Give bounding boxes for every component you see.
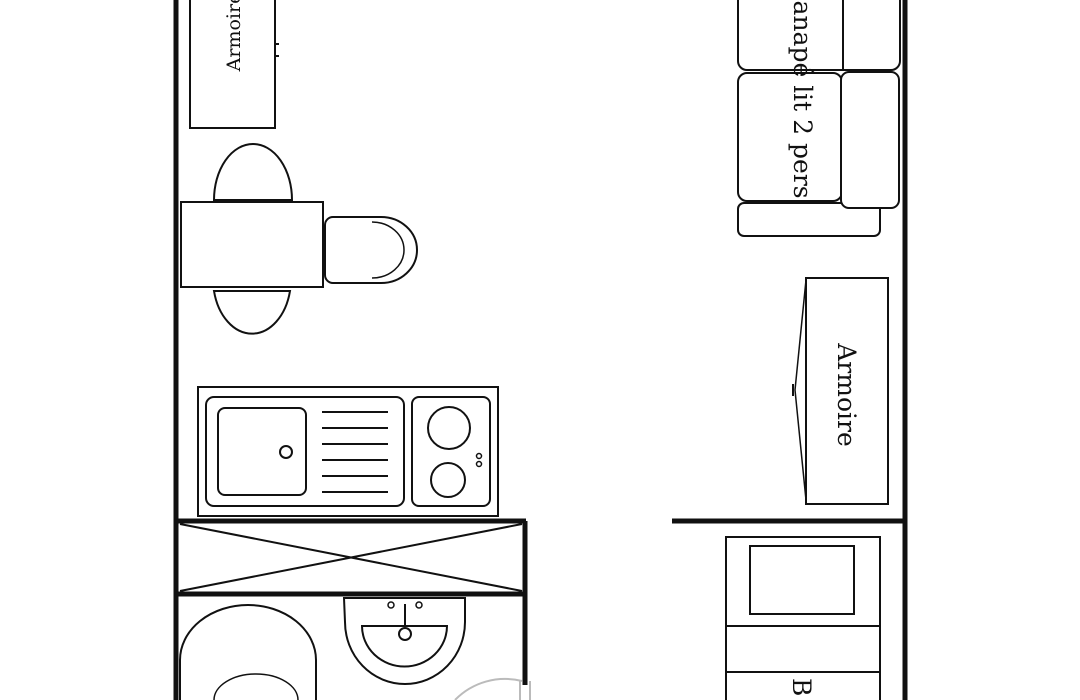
sofa-backrest xyxy=(840,71,900,209)
bathroom xyxy=(179,597,466,700)
bed-frame xyxy=(725,536,881,700)
wardrobe-left-label: Armoire xyxy=(223,0,245,72)
wardrobe-right-body xyxy=(805,277,889,505)
bed-label: B xyxy=(787,678,816,696)
wardrobe-left-body xyxy=(189,0,276,129)
chair-right-back xyxy=(371,221,405,279)
tap-icon xyxy=(415,601,423,609)
shower-drain-area xyxy=(213,673,299,700)
sink-basin xyxy=(217,407,307,496)
washbasin-drain-icon xyxy=(398,627,412,641)
burner-small-icon xyxy=(430,462,466,498)
knob-icon xyxy=(475,452,483,460)
cupboard-cross xyxy=(179,523,523,592)
cooktop xyxy=(411,396,491,507)
wardrobe-left: Armoire xyxy=(189,0,279,129)
bed: B xyxy=(725,536,881,700)
door-swing xyxy=(454,677,523,700)
wardrobe-right: Armoire xyxy=(792,277,889,505)
wardrobe-right-label: Armoire xyxy=(832,342,861,447)
sink-drain-icon xyxy=(279,445,293,459)
kitchen-counter xyxy=(197,386,499,517)
knob-icon xyxy=(475,460,483,468)
dining-set xyxy=(180,143,418,335)
sofa-armrest xyxy=(737,202,881,237)
drainboard xyxy=(322,411,388,493)
chair-bottom xyxy=(212,290,292,335)
storage-cupboard xyxy=(179,523,523,592)
sofa-bed: Canapé lit 2 pers xyxy=(737,0,901,237)
entrance-door xyxy=(454,677,531,700)
tap-icon xyxy=(387,601,395,609)
chair-right xyxy=(324,216,418,284)
chair-top xyxy=(212,143,294,201)
shower-tray xyxy=(179,604,317,700)
washbasin-bowl xyxy=(360,625,449,668)
bed-pillow xyxy=(749,545,855,615)
wardrobe-right-door xyxy=(794,279,807,501)
sofa-cushion-top xyxy=(737,0,901,71)
dining-table xyxy=(180,201,324,288)
burner-large-icon xyxy=(427,406,471,450)
washbasin xyxy=(342,597,466,685)
sink-unit xyxy=(205,396,405,507)
kitchenette xyxy=(197,386,499,517)
walls xyxy=(173,0,908,700)
sofa-bed-label: Canapé lit 2 pers xyxy=(788,0,817,199)
